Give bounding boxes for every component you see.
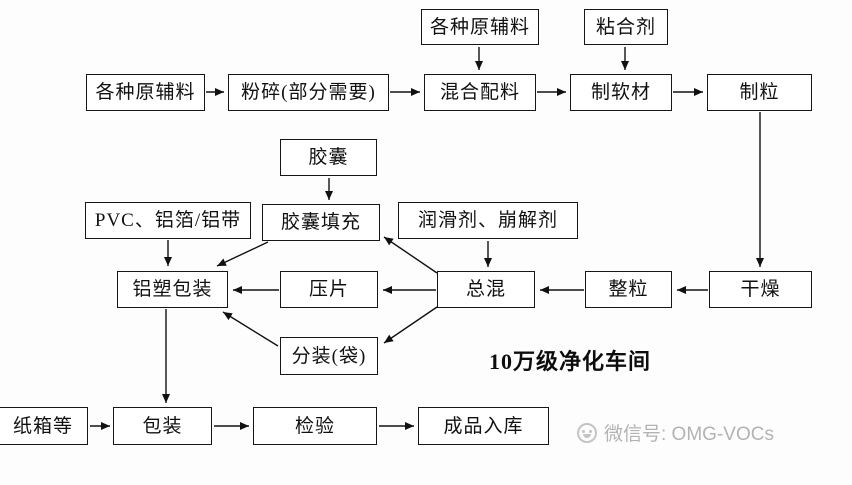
node-total-mixing: 总混 [437,271,535,308]
node-carton: 纸箱等 [0,407,88,445]
node-crushing: 粉碎(部分需要) [228,74,389,111]
node-raw-materials-top: 各种原辅料 [421,9,539,45]
node-granule-sizing: 整粒 [585,271,672,308]
node-granulation: 制粒 [707,74,812,111]
arrow-totalmix-to-fill [383,236,438,274]
watermark-text: 微信号: OMG-VOCs [604,424,774,445]
node-capsule: 胶囊 [280,139,377,176]
node-tablet-pressing: 压片 [280,271,378,308]
node-finished-storage: 成品入库 [418,407,549,445]
node-raw-materials: 各种原辅料 [86,74,205,111]
node-capsule-filling: 胶囊填充 [262,204,380,241]
arrow-totalmix-to-bagging [383,306,438,344]
node-binder: 粘合剂 [584,9,668,45]
cleanroom-label: 10万级净化车间 [489,349,652,374]
arrow-fill-to-blister [216,241,269,267]
node-soft-material: 制软材 [570,74,672,111]
watermark: 微信号: OMG-VOCs [577,419,774,446]
node-packing: 包装 [113,407,212,445]
node-drying: 干燥 [709,271,812,308]
arrow-bagging-to-blister [222,311,279,347]
node-bag-packing: 分装(袋) [280,337,378,375]
node-pvc-foil: PVC、铝箔/铝带 [85,202,251,239]
node-mixing-ingredients: 混合配料 [424,74,536,111]
smiley-logo-icon [577,422,597,443]
node-blister-packaging: 铝塑包装 [117,271,228,308]
node-lubricant-disintegrant: 润滑剂、崩解剂 [398,202,578,239]
node-inspection: 检验 [253,407,377,445]
